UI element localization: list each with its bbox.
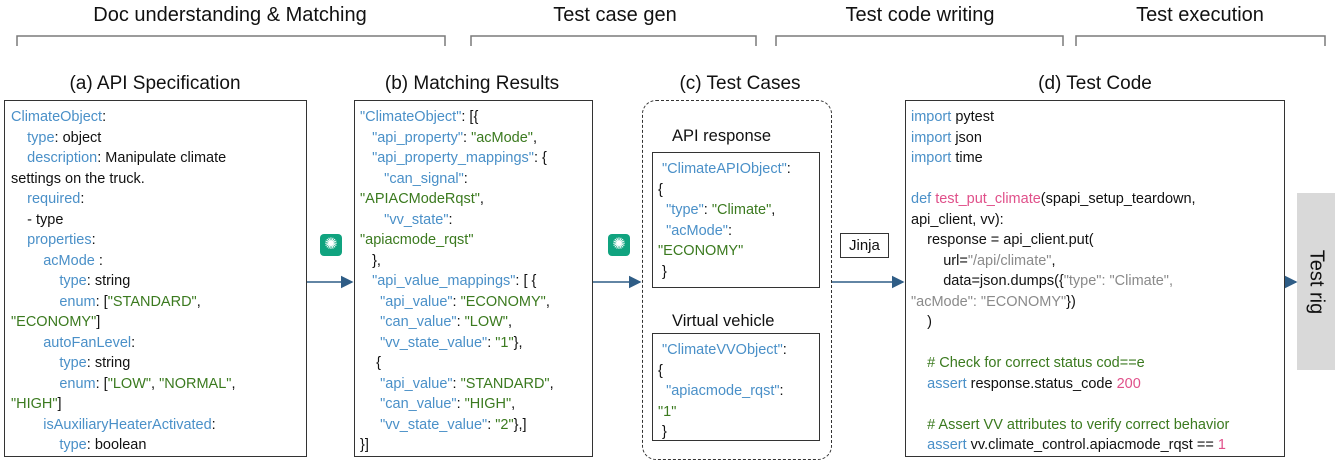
bracket-test-code-writing bbox=[775, 35, 1064, 46]
stage-test-code-writing: Test code writing bbox=[845, 4, 995, 26]
test-cases-container bbox=[642, 100, 832, 460]
chatgpt-icon: ✺ bbox=[320, 234, 342, 256]
chatgpt-icon: ✺ bbox=[608, 234, 630, 256]
virtual-vehicle-label: Virtual vehicle bbox=[672, 312, 775, 330]
stage-doc-understanding: Doc understanding & Matching bbox=[93, 4, 367, 26]
test-code-box: import pytest import json import time de… bbox=[905, 100, 1285, 457]
bracket-doc-understanding bbox=[16, 35, 446, 46]
panel-title-api-spec: (a) API Specification bbox=[69, 73, 241, 94]
api-spec-code: ClimateObject: type: object description:… bbox=[11, 109, 236, 453]
api-response-box: "ClimateAPIObject": { "type": "Climate",… bbox=[652, 152, 820, 288]
api-response-label: API response bbox=[672, 127, 772, 145]
panel-title-test-cases: (c) Test Cases bbox=[679, 73, 801, 94]
api-response-code: "ClimateAPIObject": { "type": "Climate",… bbox=[658, 161, 791, 280]
panel-title-matching-results: (b) Matching Results bbox=[384, 73, 560, 94]
stage-brackets bbox=[16, 35, 1326, 46]
jinja-label: Jinja bbox=[840, 233, 889, 258]
stage-test-case-gen: Test case gen bbox=[553, 4, 677, 26]
matching-results-code: "ClimateObject": [{ "api_property": "acM… bbox=[360, 109, 554, 453]
matching-results-box: "ClimateObject": [{ "api_property": "acM… bbox=[354, 100, 593, 457]
bracket-test-execution bbox=[1075, 35, 1326, 46]
test-rig-block: Test rig bbox=[1297, 193, 1335, 370]
stage-test-execution: Test execution bbox=[1136, 4, 1264, 26]
api-spec-box: ClimateObject: type: object description:… bbox=[4, 100, 307, 457]
bracket-test-case-gen bbox=[470, 35, 757, 46]
panel-title-test-code: (d) Test Code bbox=[1038, 73, 1152, 94]
virtual-vehicle-box: "ClimateVVObject": { "apiacmode_rqst": "… bbox=[652, 333, 820, 441]
virtual-vehicle-code: "ClimateVVObject": { "apiacmode_rqst": "… bbox=[658, 342, 787, 440]
test-code-code: import pytest import json import time de… bbox=[911, 109, 1230, 453]
